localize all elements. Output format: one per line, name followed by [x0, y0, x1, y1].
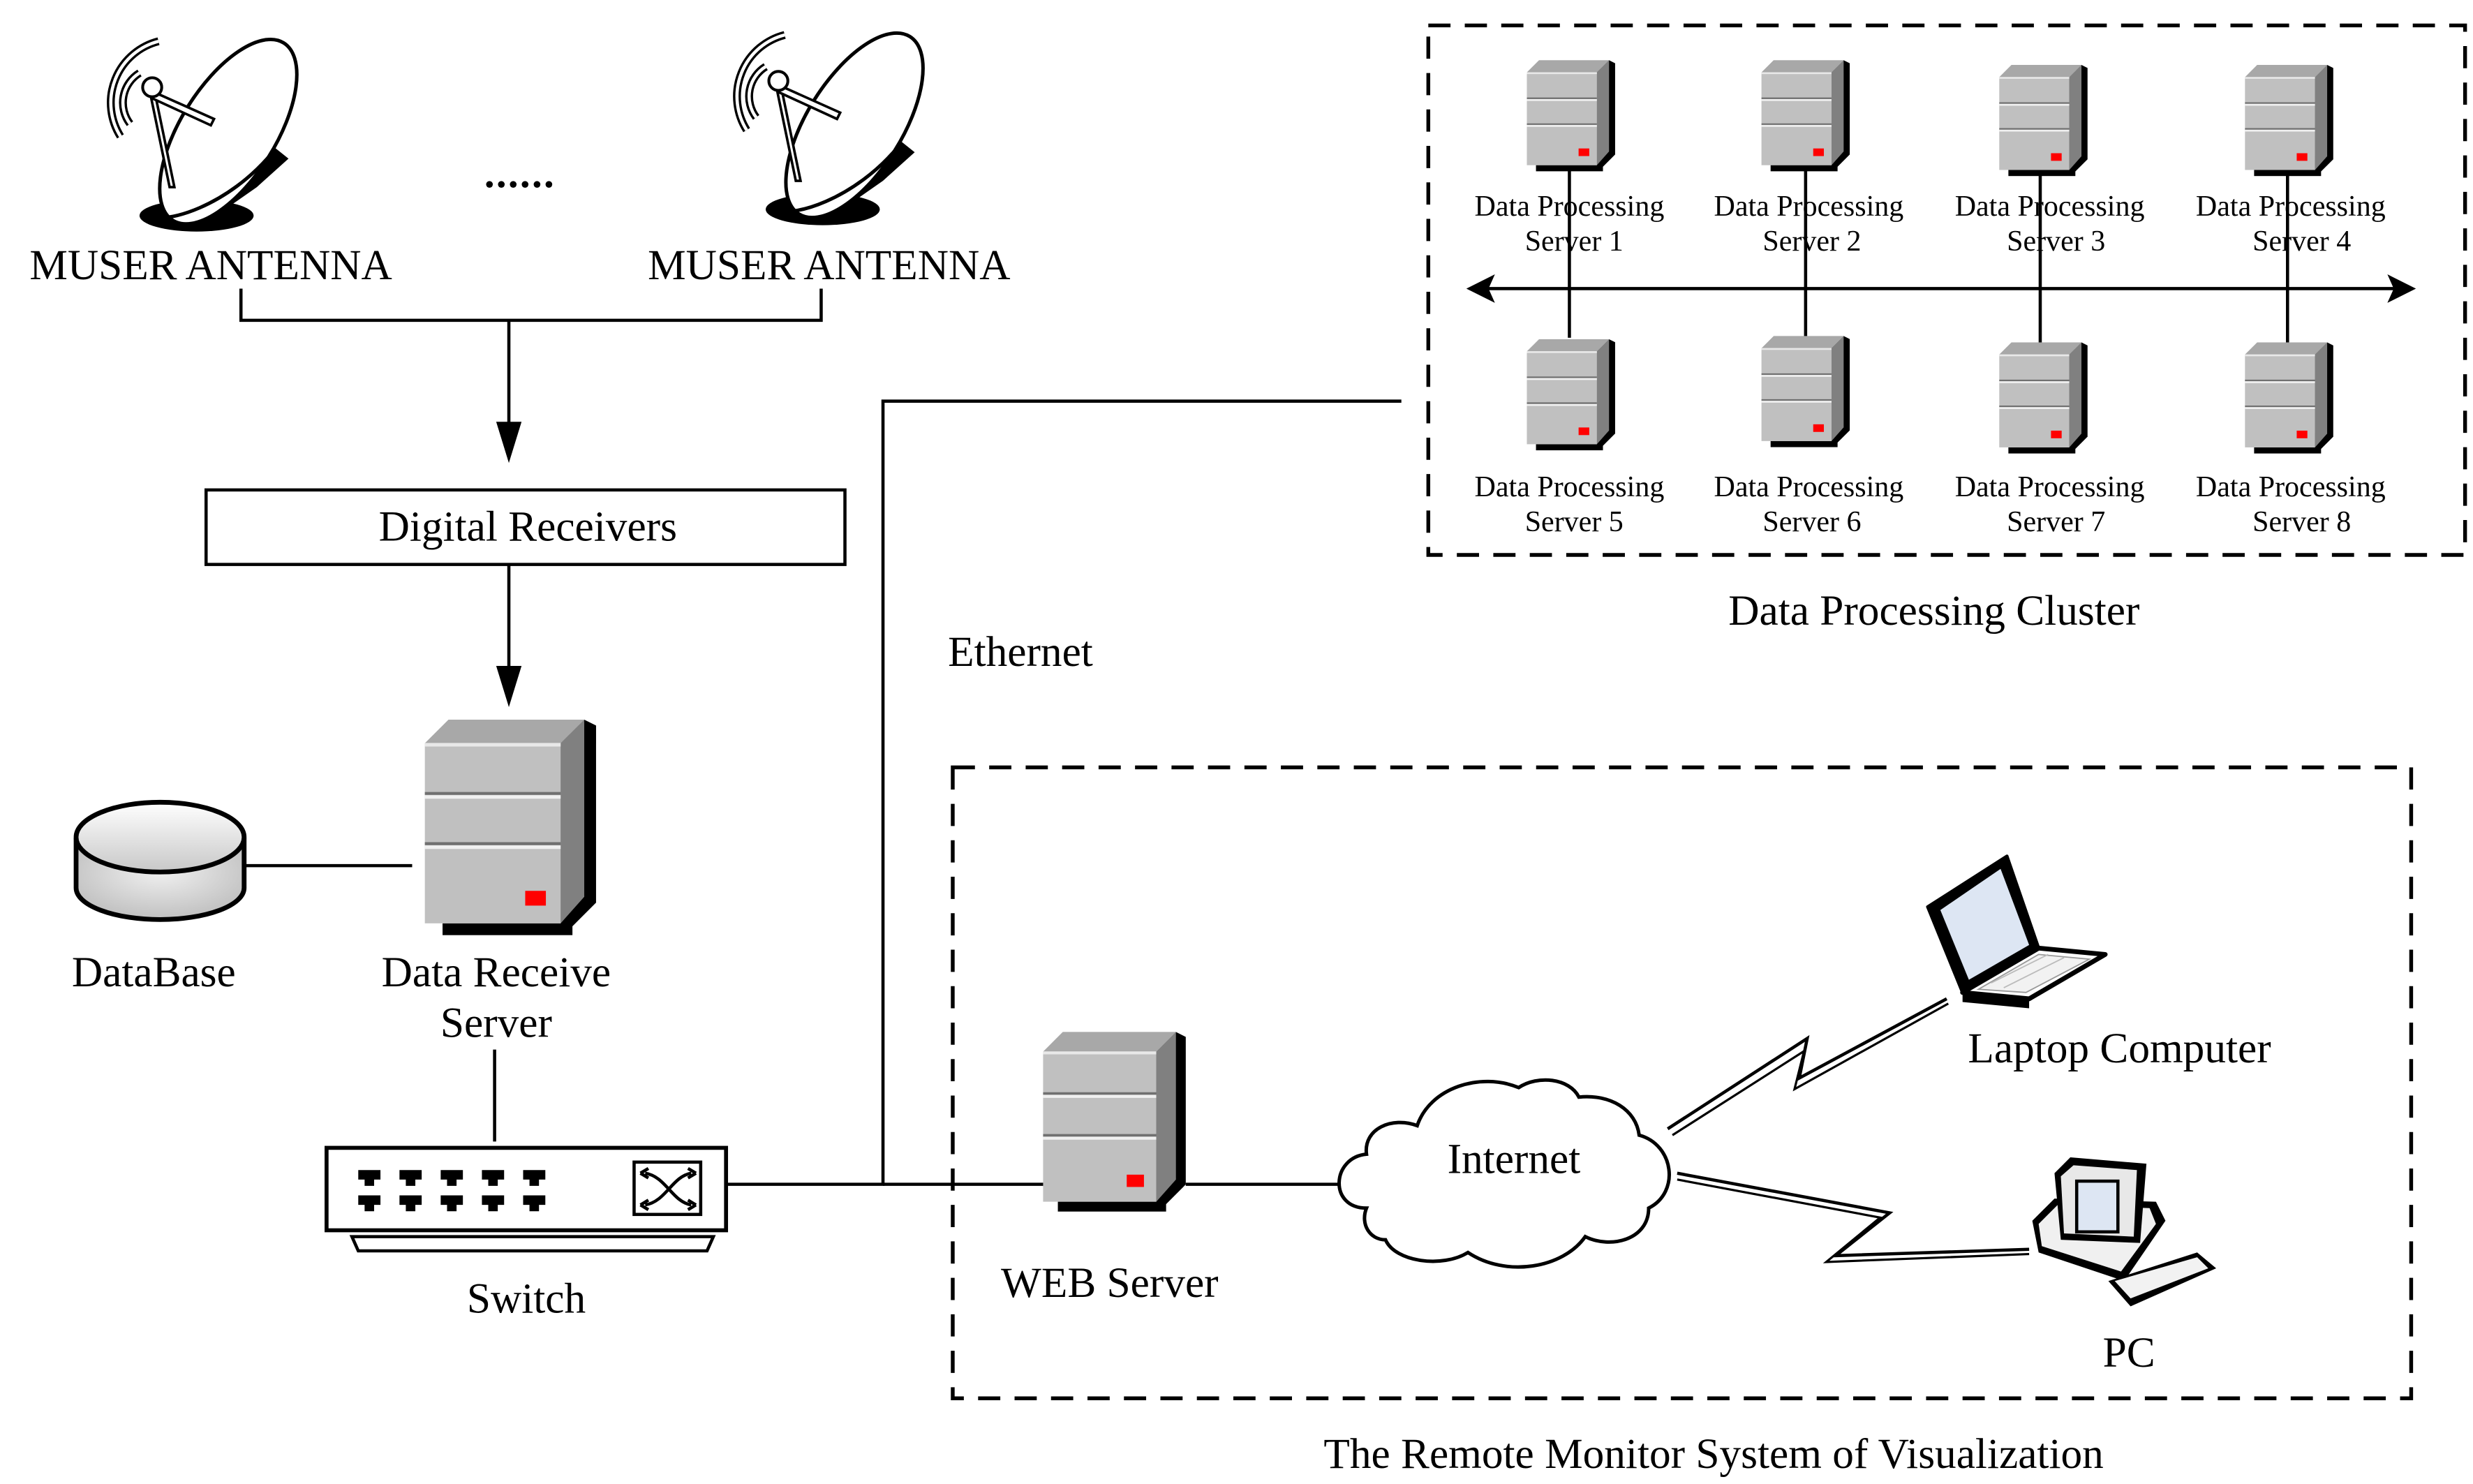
switch-crossover-icon — [632, 1160, 703, 1217]
server-icon — [1998, 341, 2089, 454]
server-icon — [1526, 338, 1617, 452]
server-3-label-line1: Data Processing — [1955, 191, 2145, 223]
server-8-label-line1: Data Processing — [2196, 471, 2386, 503]
pc: PC — [2032, 1157, 2217, 1377]
server-icon — [1760, 335, 1851, 448]
wireless-link-pc — [1677, 1171, 2030, 1258]
remote-monitor-system: WEB Server Internet Laptop Computer — [951, 765, 2414, 1478]
database: DataBase — [72, 799, 247, 996]
laptop: Laptop Computer — [1926, 854, 2271, 1072]
server-8-label-line2: Server 8 — [2252, 506, 2351, 538]
antenna-1: MUSER ANTENNA — [29, 17, 392, 289]
web-server: WEB Server — [1001, 1032, 1219, 1307]
satellite-dish-icon — [111, 17, 325, 245]
remote-system-boundary — [951, 765, 2414, 1400]
satellite-dish-icon — [737, 11, 951, 239]
ethernet-label: Ethernet — [948, 628, 1093, 676]
internet-cloud: Internet — [1337, 1078, 1671, 1269]
web-server-label: WEB Server — [1001, 1259, 1219, 1307]
ethernet-link-to-cluster — [726, 399, 1402, 1186]
server-5-label-line2: Server 5 — [1525, 506, 1624, 538]
server-7-label-line2: Server 7 — [2007, 506, 2105, 538]
remote-system-title: The Remote Monitor System of Visualizati… — [1323, 1430, 2103, 1478]
arrow-head-icon — [496, 665, 522, 708]
laptop-icon — [1926, 854, 2108, 1009]
server-2-label-line2: Server 2 — [1762, 225, 1861, 258]
network-switch: Switch — [325, 1145, 729, 1323]
cluster-server-1: Data Processing Server 1 — [1475, 59, 1665, 258]
server-6-label-line1: Data Processing — [1714, 471, 1903, 503]
antenna-ellipsis: ...... — [484, 150, 556, 196]
cluster-title: Data Processing Cluster — [1728, 587, 2139, 635]
antenna-1-label: MUSER ANTENNA — [29, 242, 392, 289]
bus-arrow-right-icon — [2387, 274, 2416, 303]
server-7-label-line1: Data Processing — [1955, 471, 2145, 503]
pc-label: PC — [2103, 1329, 2155, 1377]
data-receive-server-label-line1: Data Receive — [382, 949, 611, 996]
digital-receivers-box: Digital Receivers — [204, 488, 847, 566]
database-icon — [73, 799, 247, 875]
ethernet-backbone: Ethernet — [726, 399, 1402, 1186]
cluster-server-5: Data Processing Server 5 — [1475, 338, 1665, 538]
cloud-icon — [1337, 1078, 1671, 1269]
server-4-label-line2: Server 4 — [2252, 225, 2351, 258]
data-receive-server: Data Receive Server — [382, 720, 611, 1046]
cluster-server-8: Data Processing Server 8 — [2196, 341, 2386, 538]
server-icon — [425, 720, 596, 935]
server-icon — [1043, 1032, 1185, 1211]
server-icon — [1998, 64, 2089, 177]
database-label: DataBase — [72, 949, 236, 996]
switch-label: Switch — [467, 1275, 586, 1323]
server-1-label-line1: Data Processing — [1475, 191, 1665, 223]
data-receive-server-label-line2: Server — [440, 999, 552, 1046]
switch-ports-icon — [358, 1170, 546, 1212]
data-processing-cluster: Data Processing Server 1 Data Processing… — [1426, 23, 2467, 635]
arrow-head-icon — [496, 422, 522, 463]
bus-arrow-left-icon — [1466, 274, 1495, 303]
wireless-link-laptop — [1667, 997, 1948, 1131]
server-4-label-line1: Data Processing — [2196, 191, 2386, 223]
cluster-server-6: Data Processing Server 6 — [1714, 335, 1903, 538]
server-1-label-line2: Server 1 — [1525, 225, 1624, 258]
cluster-server-4: Data Processing Server 4 — [2196, 64, 2386, 258]
server-5-label-line1: Data Processing — [1475, 471, 1665, 503]
server-2-label-line1: Data Processing — [1714, 191, 1903, 223]
server-6-label-line2: Server 6 — [1762, 506, 1861, 538]
server-icon — [1526, 59, 1617, 172]
laptop-label: Laptop Computer — [1968, 1025, 2271, 1072]
antenna-bracket — [239, 288, 823, 322]
antenna-2: MUSER ANTENNA — [648, 11, 1011, 289]
server-icon — [1760, 59, 1851, 172]
cluster-server-7: Data Processing Server 7 — [1955, 341, 2145, 538]
server-icon — [2244, 64, 2335, 177]
cluster-server-2: Data Processing Server 2 — [1714, 59, 1903, 258]
server-3-label-line2: Server 3 — [2007, 225, 2105, 258]
antenna-connector — [239, 288, 823, 463]
internet-label: Internet — [1448, 1136, 1581, 1183]
cluster-boundary — [1426, 23, 2467, 557]
server-icon — [2244, 341, 2335, 454]
cluster-server-3: Data Processing Server 3 — [1955, 64, 2145, 258]
antenna-2-label: MUSER ANTENNA — [648, 242, 1010, 289]
desktop-pc-icon — [2032, 1157, 2217, 1307]
digital-receivers-label: Digital Receivers — [379, 503, 677, 551]
